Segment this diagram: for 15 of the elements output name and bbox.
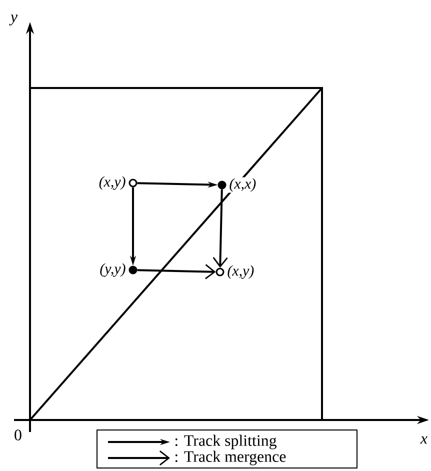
point-label: (x,x) bbox=[228, 177, 258, 193]
open-dot bbox=[216, 268, 224, 276]
filled-dot bbox=[218, 180, 226, 190]
axis-label: 0 bbox=[14, 430, 22, 440]
filled-dot bbox=[128, 266, 138, 274]
point-label: (y,y) bbox=[98, 262, 127, 278]
open-dot bbox=[128, 178, 138, 188]
point-label: (x,y) bbox=[98, 175, 127, 191]
axis-label: x bbox=[420, 436, 428, 444]
arrow bbox=[212, 189, 228, 268]
point-label: (x,y) bbox=[226, 264, 256, 280]
axis-label: y bbox=[9, 14, 18, 26]
arrow bbox=[137, 264, 216, 280]
legend-text: : Track splitting bbox=[175, 434, 276, 450]
legend-text: : Track mergence bbox=[175, 450, 286, 466]
